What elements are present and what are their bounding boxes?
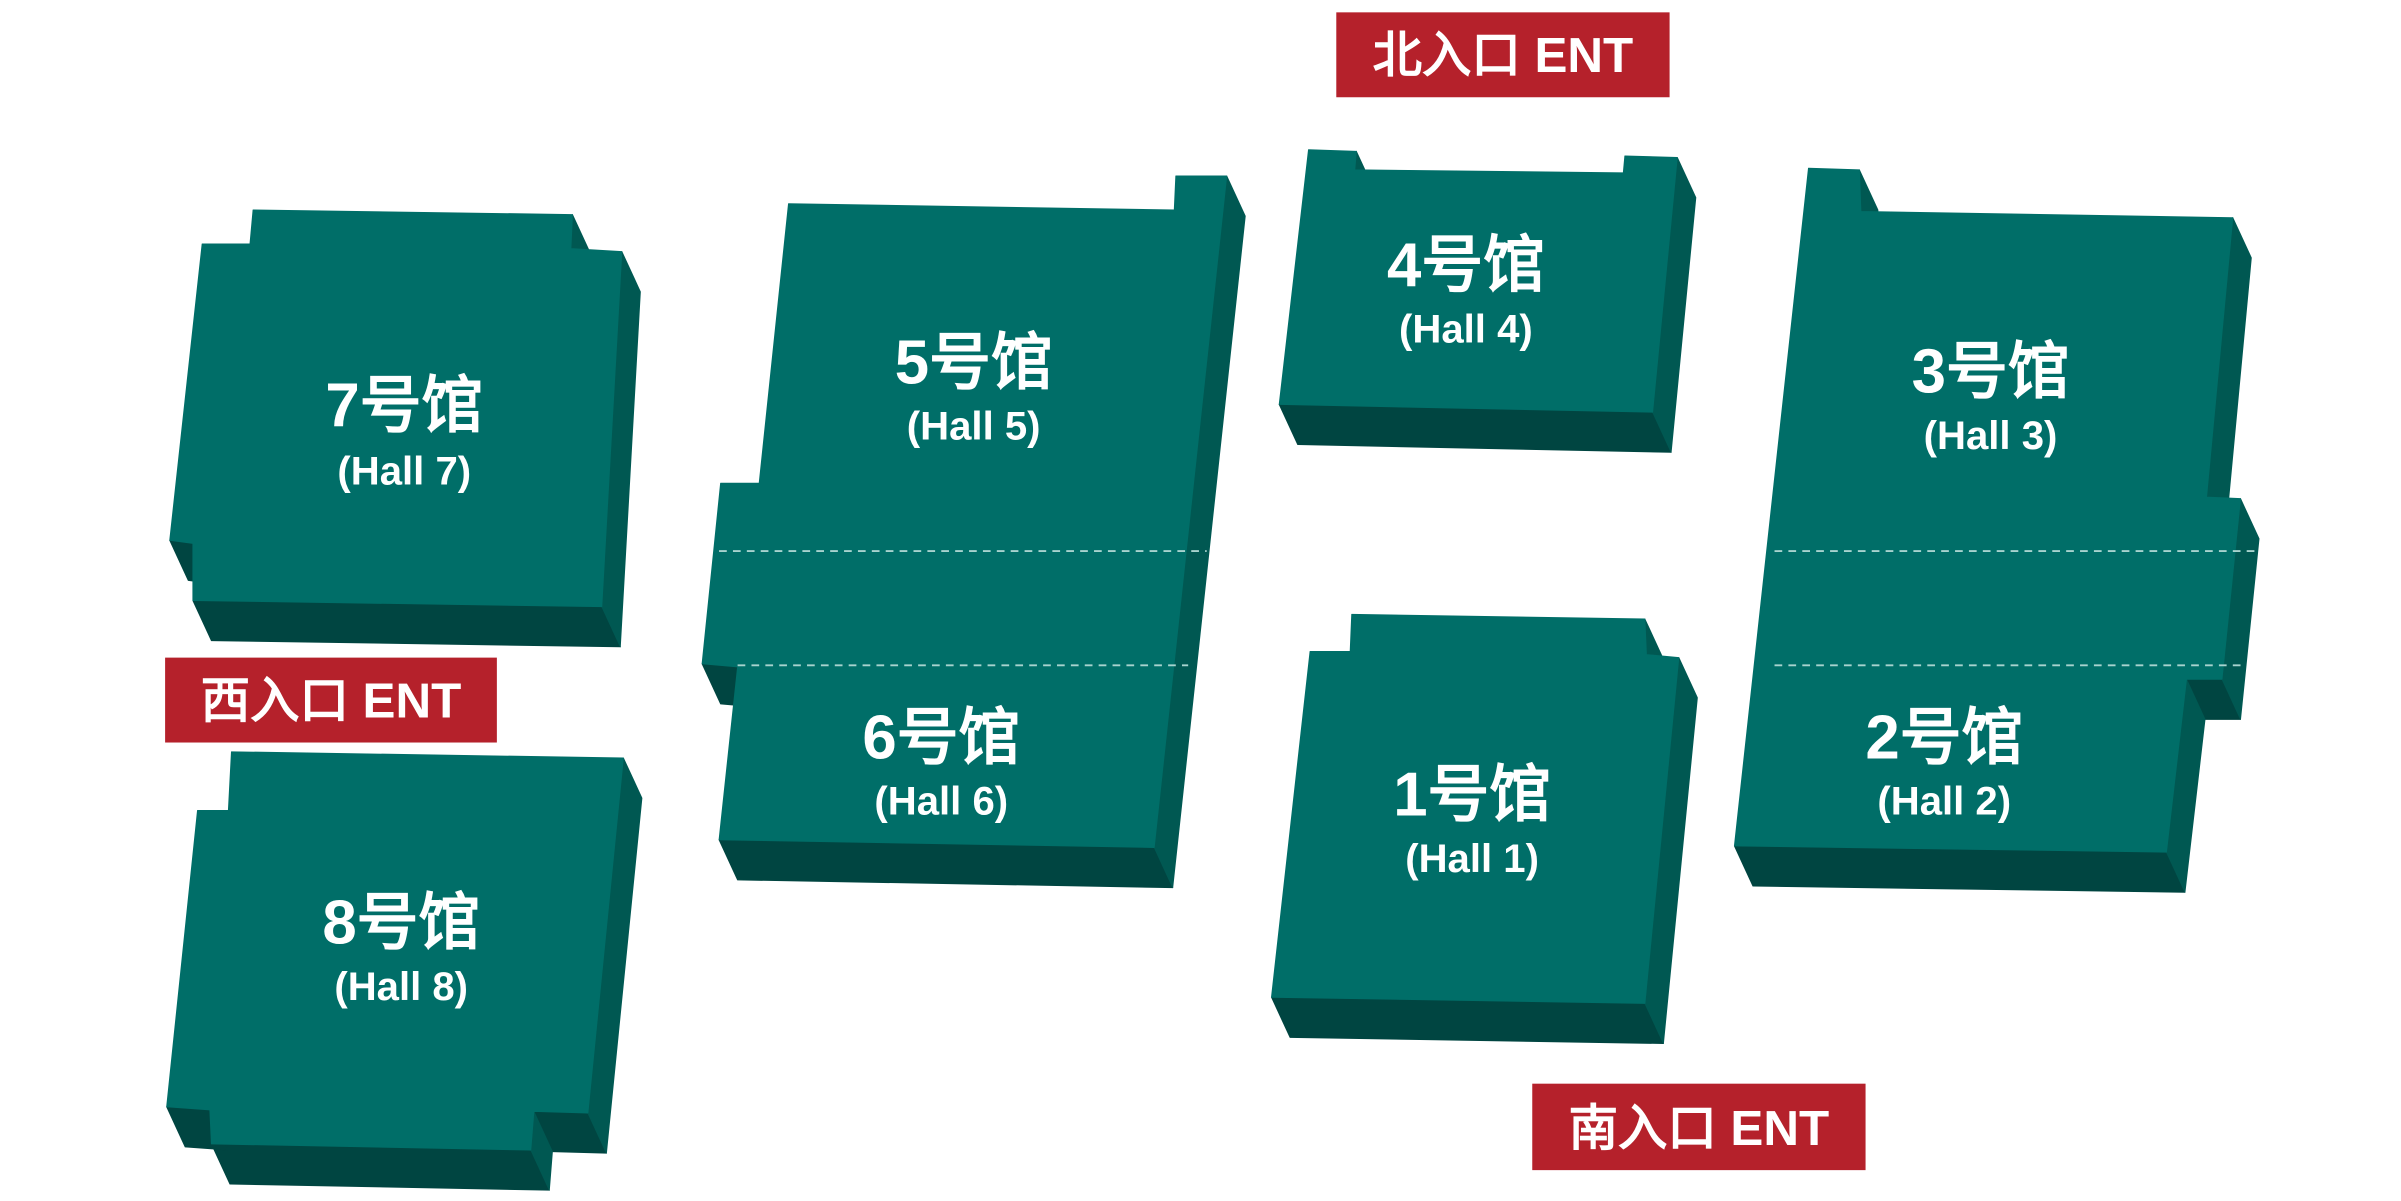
hall-2-name: 2号馆	[1865, 703, 2023, 772]
hall-8-block: 8号馆 (Hall 8)	[166, 751, 643, 1191]
hall-6-english-name: (Hall 6)	[874, 779, 1008, 824]
hall-8-english-name: (Hall 8)	[334, 964, 468, 1009]
hall-5-english-name: (Hall 5)	[907, 404, 1041, 449]
hall-2-english-name: (Hall 2)	[1877, 779, 2011, 824]
hall-4-block-top-face	[1278, 149, 1678, 413]
west-entrance-text: 西入口 ENT	[201, 673, 462, 728]
hall-7-name: 7号馆	[325, 371, 483, 440]
hall-3-english-name: (Hall 3)	[1924, 413, 2058, 458]
north-entrance-badge	[1336, 12, 1670, 98]
hall-6-name: 6号馆	[862, 703, 1020, 772]
south-entrance-badge	[1532, 1083, 1866, 1171]
hall-8-name: 8号馆	[322, 889, 480, 958]
hall-8-block-bottom-face	[210, 1143, 550, 1191]
hall-5-6-block: 5号馆 (Hall 5) 6号馆 (Hall 6)	[701, 175, 1246, 889]
south-entrance-label: 南入口 ENT	[1532, 1083, 1866, 1171]
hall-1-block-bottom-face	[1271, 996, 1664, 1045]
hall-7-block-bottom-face	[192, 600, 621, 648]
hall-5-name: 5号馆	[895, 328, 1053, 397]
hall-1-block-top-face	[1271, 613, 1680, 1004]
hall-3-2-block-bottom-face	[1733, 845, 2186, 893]
hall-1-block: 1号馆 (Hall 1)	[1271, 613, 1698, 1045]
hall-4-english-name: (Hall 4)	[1399, 306, 1533, 351]
hall-8-block-top-face	[166, 751, 624, 1151]
south-entrance-text: 南入口 ENT	[1569, 1101, 1830, 1156]
west-entrance-badge	[165, 657, 497, 743]
hall-7-block-top-face	[169, 209, 623, 608]
hall-4-block: 4号馆 (Hall 4)	[1278, 149, 1697, 453]
west-entrance-label: 西入口 ENT	[165, 657, 497, 743]
hall-3-name: 3号馆	[1912, 338, 2070, 407]
north-entrance-label: 北入口 ENT	[1336, 12, 1670, 98]
hall-3-2-block-top-face	[1733, 167, 2241, 853]
hall-1-english-name: (Hall 1)	[1405, 836, 1539, 881]
hall-1-name: 1号馆	[1393, 760, 1551, 829]
hall-5-6-block-top-face	[701, 175, 1228, 848]
hall-4-name: 4号馆	[1387, 231, 1545, 300]
north-entrance-text: 北入口 ENT	[1373, 28, 1634, 83]
hall-7-block: 7号馆 (Hall 7)	[169, 209, 641, 648]
hall-3-2-block: 3号馆 (Hall 3) 2号馆 (Hall 2)	[1733, 167, 2260, 893]
hall-7-english-name: (Hall 7)	[337, 448, 471, 493]
